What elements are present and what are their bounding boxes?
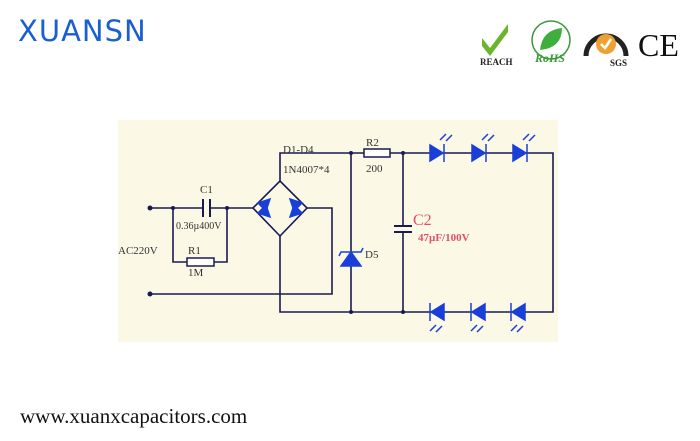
svg-text:SGS: SGS (610, 58, 627, 68)
svg-text:RoHS: RoHS (534, 51, 565, 65)
led-icon (429, 302, 445, 333)
r2-resistor (363, 148, 391, 158)
r1-value: 1M (188, 267, 204, 279)
wires (150, 152, 554, 313)
bridge-diodes (256, 197, 304, 219)
led-bottom-row (429, 302, 526, 333)
led-top-row (429, 133, 536, 163)
led-icon (512, 133, 536, 163)
led-icon (510, 302, 526, 333)
c2-label: C2 (413, 212, 432, 229)
r2-label: R2 (366, 137, 379, 149)
c1-capacitor (202, 199, 211, 217)
website-url: www.xuanxcapacitors.com (20, 404, 248, 428)
c2-capacitor (394, 225, 412, 233)
c1-label: C1 (200, 184, 213, 196)
svg-text:REACH: REACH (480, 57, 513, 67)
d5-label: D5 (365, 249, 379, 261)
r1-resistor (186, 257, 215, 267)
reach-logo: REACH (480, 24, 513, 67)
r2-value: 200 (366, 163, 383, 175)
r1-label: R1 (188, 245, 201, 257)
led-icon (471, 133, 495, 163)
brand-logo: XUANSN (18, 14, 147, 48)
led-icon (429, 133, 453, 163)
ce-logo: CE (638, 27, 679, 63)
d5-zener-diode (338, 247, 364, 267)
c2-value: 47µF/100V (418, 232, 470, 244)
c1-value: 0.36µ400V (176, 221, 222, 232)
certification-logos: REACH RoHS SGS CE (480, 20, 679, 68)
junction-dots (147, 151, 405, 314)
bridge-value: 1N4007*4 (283, 164, 330, 176)
led-icon (470, 302, 486, 333)
source-label: AC220V (118, 245, 158, 257)
rohs-logo: RoHS (531, 20, 571, 65)
sgs-logo: SGS (583, 33, 629, 68)
bridge-label: D1-D4 (283, 144, 314, 156)
